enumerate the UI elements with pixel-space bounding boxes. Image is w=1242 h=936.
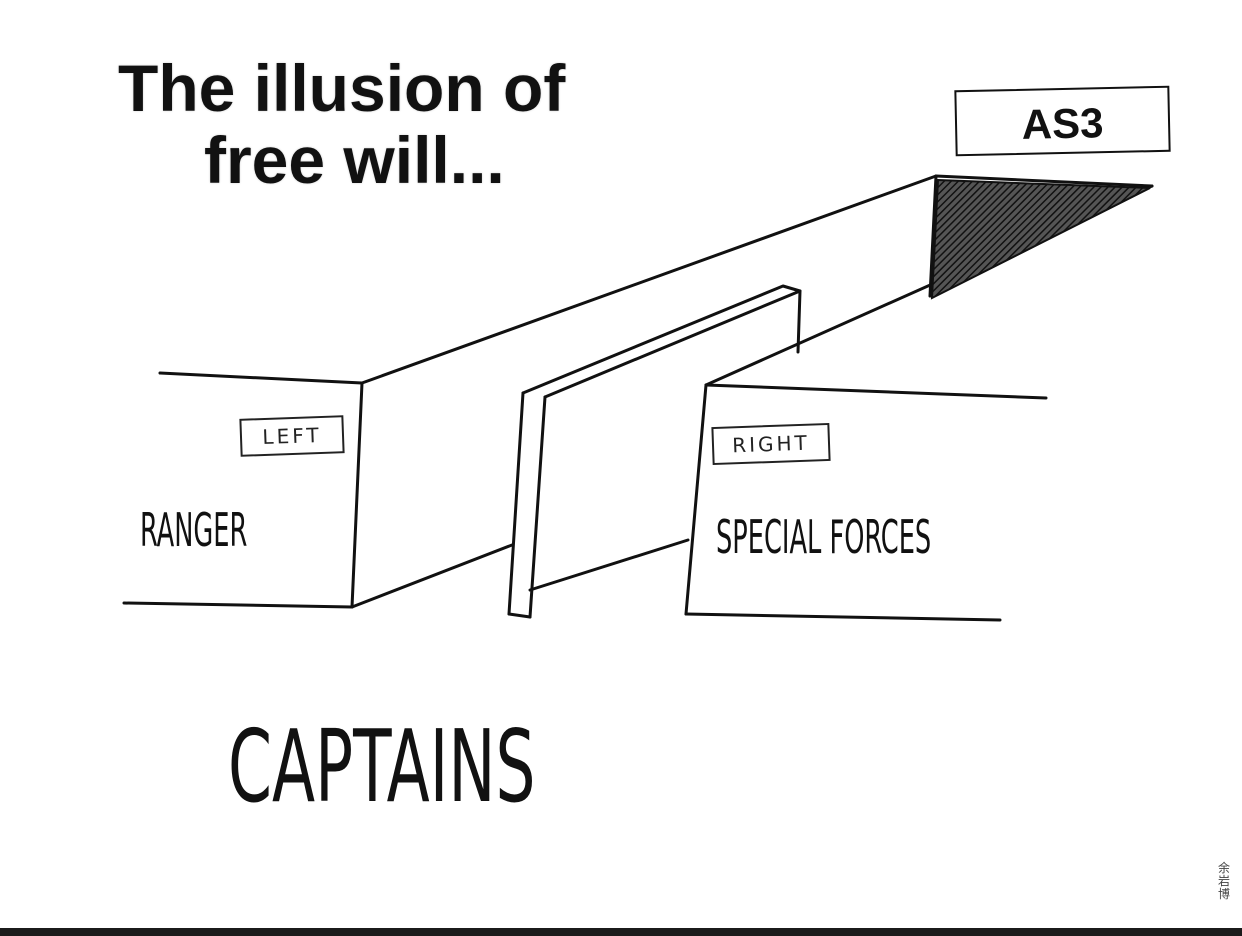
title-line-2: free will...: [204, 123, 505, 197]
title-line-1: The illusion of: [118, 51, 566, 125]
left-block-bottom-edge: [122, 601, 354, 609]
left-block-top-edge: [158, 371, 364, 385]
left-wall-top: [360, 174, 938, 385]
exit-left: [928, 174, 938, 298]
divider-back: [796, 289, 802, 354]
left-wall-bottom: [350, 543, 514, 609]
divider-front-right: [528, 395, 547, 619]
exit-top: [934, 174, 1154, 188]
bottom-caption: CAPTAINS: [228, 708, 536, 825]
right-block-top-edge: [704, 383, 1048, 400]
divider-top: [521, 284, 802, 399]
left-block-front-edge: [350, 381, 364, 609]
shaded-exit-triangle: [930, 178, 1151, 300]
destination-sign: AS3: [954, 85, 1171, 157]
right-inner-wall-bottom: [528, 538, 690, 592]
meme-title: The illusion of free will...: [118, 52, 758, 196]
left-path-label: RANGER: [140, 503, 248, 557]
divider-bottom: [507, 612, 532, 619]
artist-signature: 余岩博: [1217, 861, 1230, 901]
right-sign: RIGHT: [711, 422, 831, 466]
right-block-bottom-edge: [684, 612, 1002, 622]
bottom-border: [0, 928, 1242, 936]
right-path-label: SPECIAL FORCES: [716, 510, 932, 564]
right-block-front-edge: [684, 383, 708, 616]
left-sign: LEFT: [239, 415, 345, 457]
divider-front-left: [507, 391, 525, 616]
